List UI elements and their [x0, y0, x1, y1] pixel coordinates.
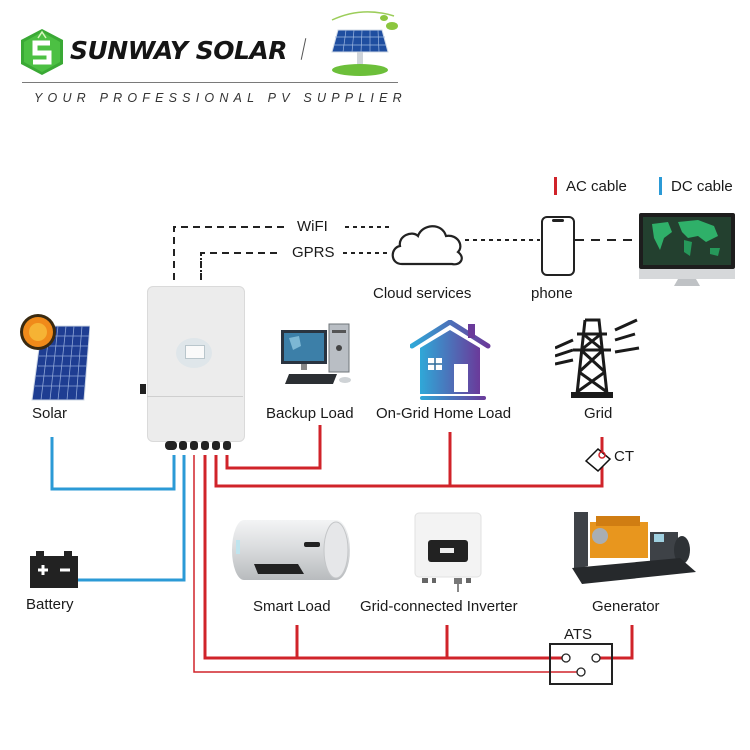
header-divider [22, 82, 398, 83]
solar-dc-cable [50, 437, 176, 491]
dc-cable-swatch [659, 177, 662, 195]
gprs-label: GPRS [292, 244, 335, 261]
monitor-icon [639, 213, 735, 286]
cloud-services-label: Cloud services [373, 285, 472, 302]
battery-dc-cable [78, 455, 186, 582]
on-grid-home-load-label: On-Grid Home Load [376, 405, 512, 422]
ct-sensor-icon [584, 447, 612, 473]
gprs-link [200, 252, 282, 280]
brand-name: SUNWAY SOLAR [70, 36, 288, 65]
phone-icon [541, 216, 575, 276]
sunway-logo-icon [21, 29, 63, 75]
phone-label: phone [531, 285, 573, 302]
grid-connected-inverter-label: Grid-connected Inverter [360, 598, 518, 615]
house-icon [410, 320, 491, 400]
dc-cable-label: DC cable [671, 178, 733, 195]
grid-label: Grid [584, 405, 613, 422]
tagline: YOUR PROFESSIONAL PV SUPPLIER [34, 91, 407, 105]
ats-switch[interactable] [549, 643, 613, 685]
smart-load-label: Smart Load [253, 598, 331, 615]
grid-inverter-icon [414, 512, 482, 592]
backup-load-cable [225, 425, 322, 470]
wifi-label: WiFI [297, 218, 328, 235]
generator-label: Generator [592, 598, 660, 615]
cloud-icon [391, 225, 463, 266]
solar-label: Solar [32, 405, 68, 422]
solar-panel-icon [20, 314, 90, 401]
solar-panel-logo-icon [331, 11, 398, 76]
backup-load-label: Backup Load [266, 405, 354, 422]
water-heater-icon [232, 520, 350, 580]
generator-icon [572, 512, 696, 584]
gen-signal-cable [193, 455, 578, 673]
computer-icon [281, 323, 351, 384]
ac-cable-swatch [554, 177, 557, 195]
battery-icon [30, 551, 78, 588]
ct-label: CT [614, 448, 634, 465]
inverter-display-icon [176, 338, 212, 368]
ats-terminals [561, 653, 601, 677]
grid-cable [214, 437, 604, 488]
ac-cable-label: AC cable [566, 178, 627, 195]
inverter-ports [165, 441, 240, 451]
ats-label: ATS [564, 626, 593, 643]
power-tower-icon [555, 318, 640, 398]
wifi-link [173, 226, 285, 280]
battery-label: Battery [26, 596, 74, 613]
generator-cable [596, 625, 634, 660]
